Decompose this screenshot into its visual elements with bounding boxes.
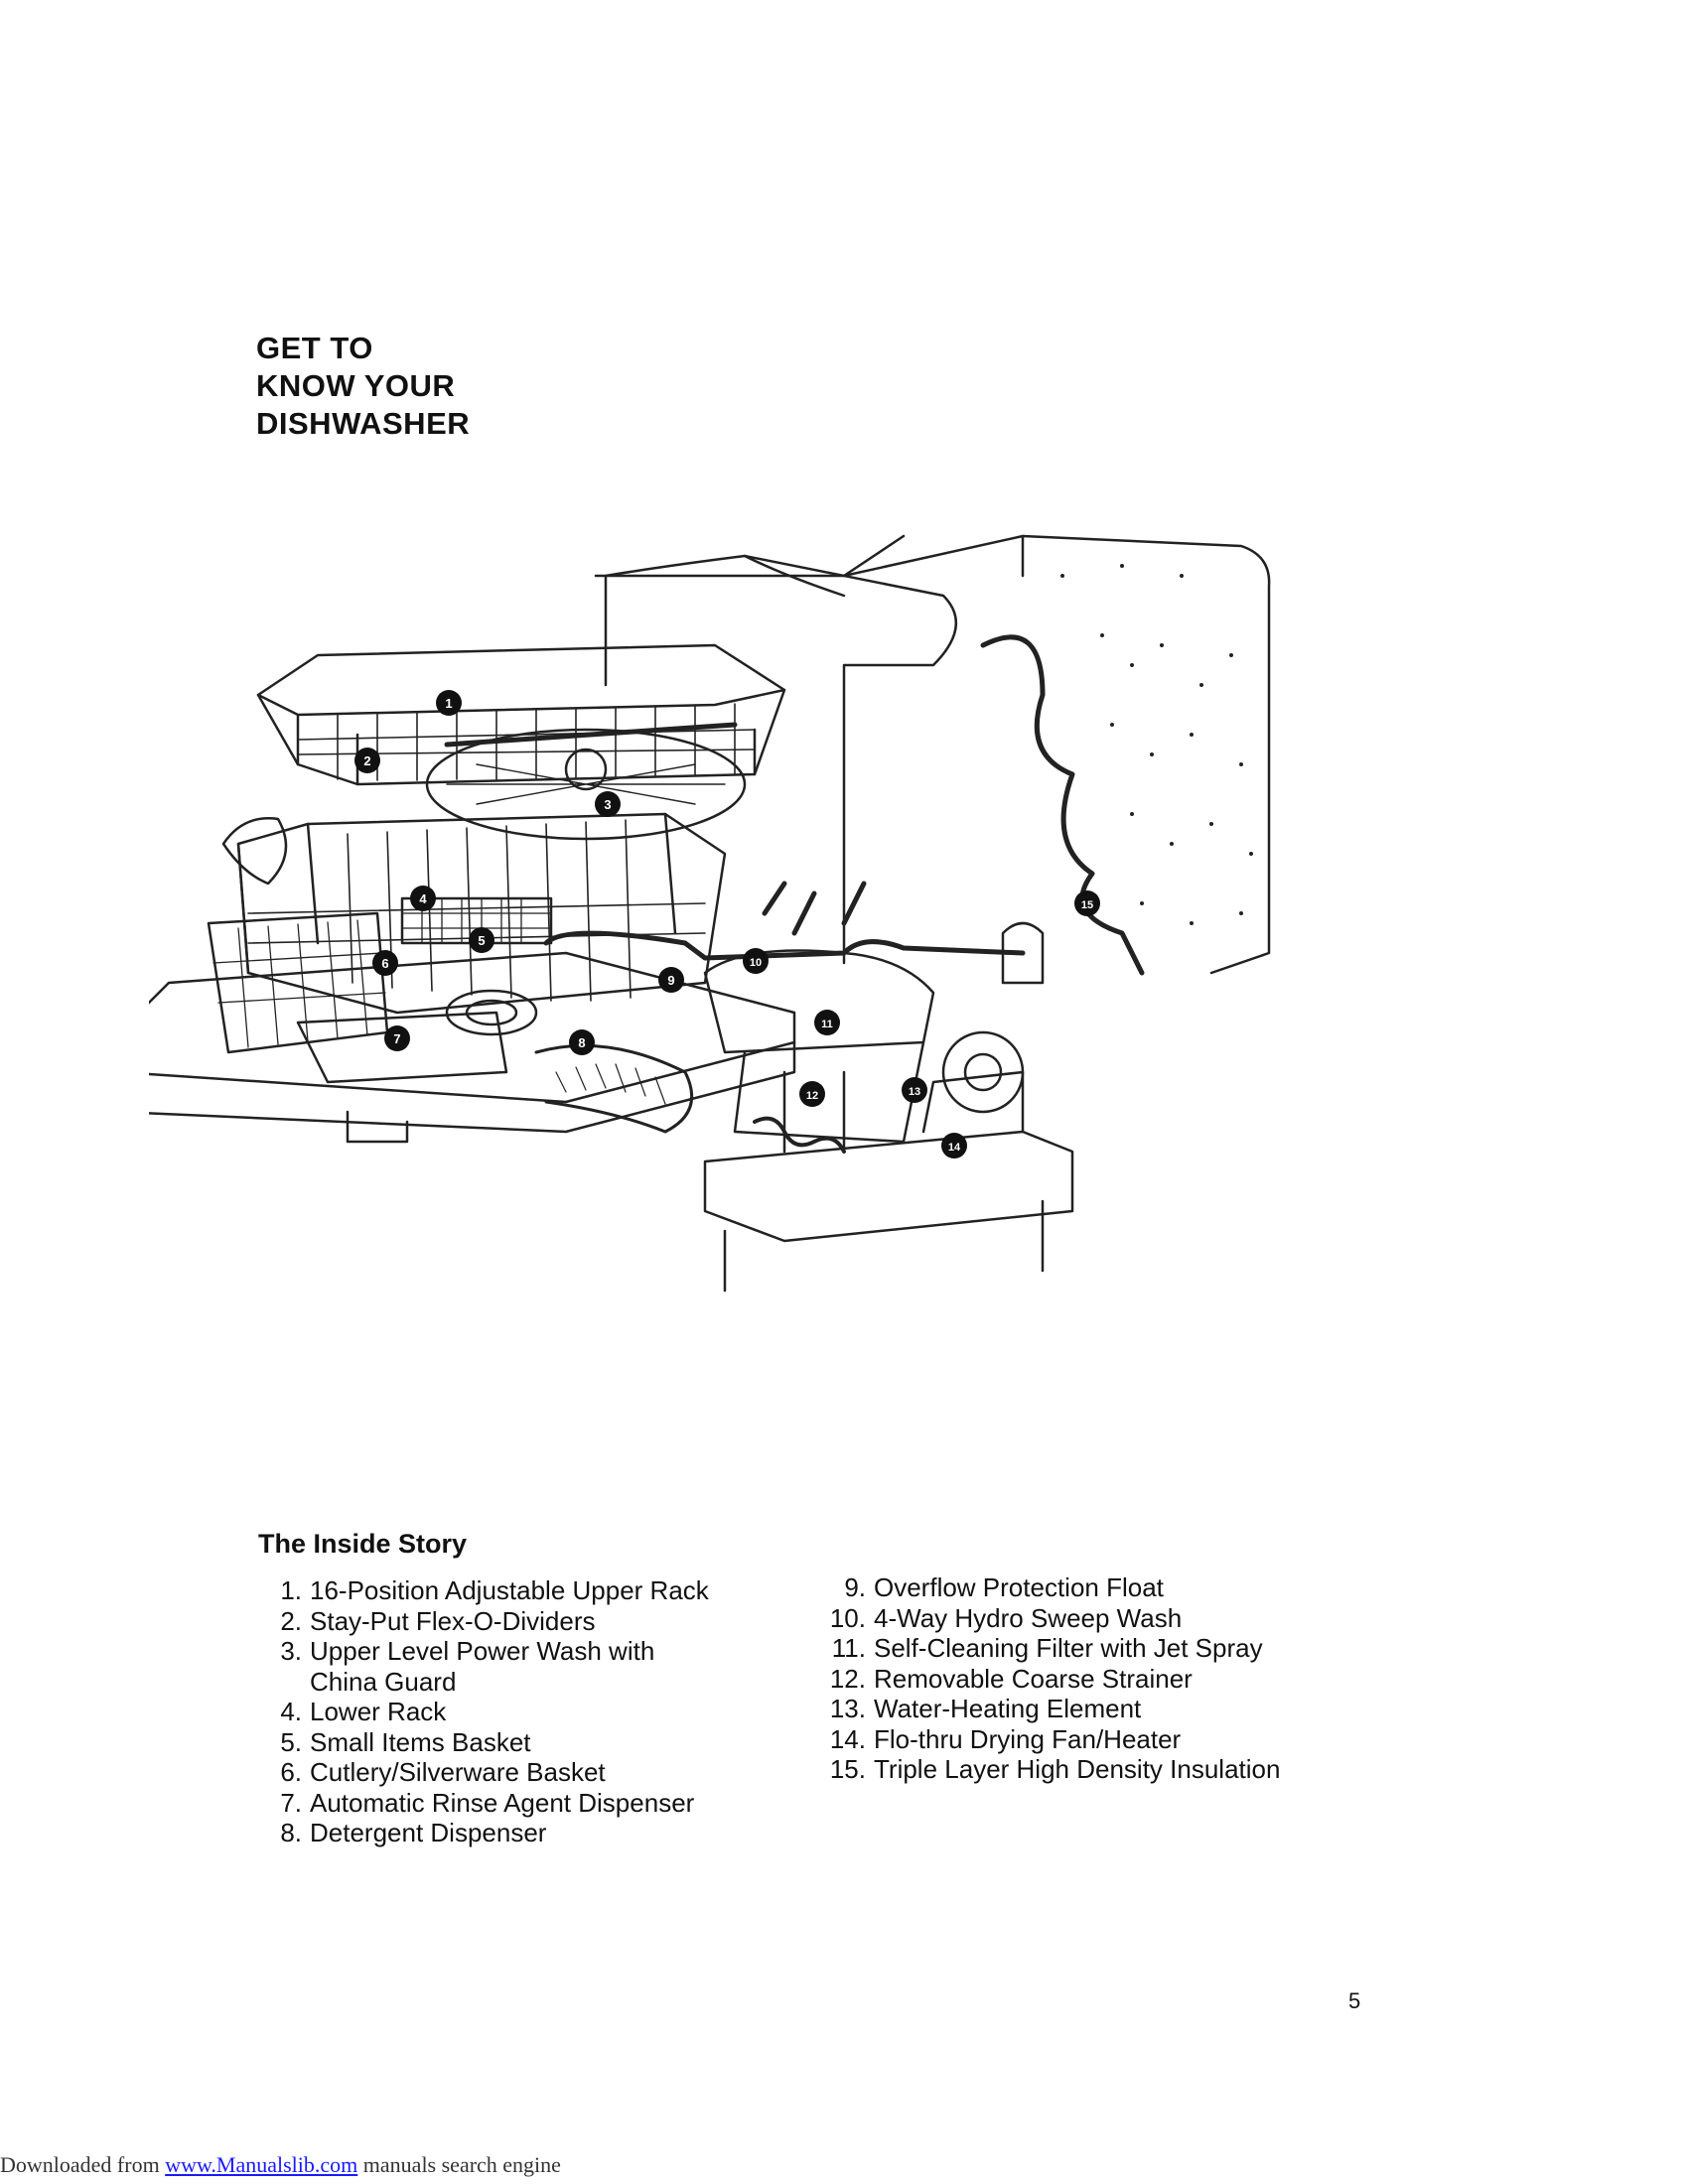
- list-item: 10. 4-Way Hydro Sweep Wash: [824, 1603, 1280, 1634]
- item-number: 15.: [829, 1754, 866, 1784]
- callout-11-label: 11: [821, 1019, 833, 1030]
- item-number: 9.: [844, 1572, 866, 1602]
- heading-line-1: GET TO: [256, 331, 373, 365]
- item-text: Stay-Put Flex-O-Dividers: [310, 1605, 596, 1636]
- callout-13: 13: [902, 1077, 927, 1103]
- callout-12-label: 12: [806, 1090, 818, 1102]
- dishwasher-cutaway-illustration: 1 2 3 4 5 6 7 8 9 10 11 12 13 14 15: [149, 534, 1271, 1293]
- list-item: 8. Detergent Dispenser: [260, 1818, 709, 1848]
- item-text: Water-Heating Element: [874, 1694, 1142, 1723]
- list-item: 12. Removable Coarse Strainer: [824, 1664, 1280, 1695]
- item-number: 12.: [829, 1663, 866, 1694]
- callout-6: 6: [372, 950, 398, 976]
- footer-suffix: manuals search engine: [357, 2152, 561, 2177]
- callout-4: 4: [410, 886, 436, 911]
- item-text: 4-Way Hydro Sweep Wash: [874, 1602, 1183, 1633]
- callout-12: 12: [799, 1081, 825, 1107]
- callout-9: 9: [658, 967, 684, 993]
- item-text: China Guard: [310, 1666, 457, 1697]
- item-text: Cutlery/Silverware Basket: [310, 1757, 606, 1787]
- item-text: Lower Rack: [310, 1697, 447, 1726]
- item-text: Small Items Basket: [310, 1726, 531, 1757]
- item-text: 16-Position Adjustable Upper Rack: [310, 1575, 709, 1605]
- list-item: 13. Water-Heating Element: [824, 1694, 1280, 1724]
- list-item: 9. Overflow Protection Float: [824, 1572, 1280, 1603]
- page-heading: GET TO KNOW YOUR DISHWASHER: [256, 330, 470, 443]
- list-item: 1. 16-Position Adjustable Upper Rack: [260, 1575, 709, 1606]
- page-number: 5: [1348, 1988, 1361, 2013]
- callout-4-label: 4: [419, 891, 427, 906]
- item-text: Self-Cleaning Filter with Jet Spray: [874, 1633, 1263, 1663]
- item-text: Overflow Protection Float: [874, 1572, 1164, 1602]
- list-item: 2. Stay-Put Flex-O-Dividers: [260, 1606, 709, 1637]
- list-item: 15. Triple Layer High Density Insulation: [824, 1754, 1281, 1785]
- download-footer: Downloaded from www.Manualslib.com manua…: [0, 2152, 561, 2178]
- callout-11: 11: [814, 1010, 840, 1035]
- callout-14-label: 14: [948, 1142, 961, 1154]
- callout-7: 7: [384, 1025, 410, 1051]
- callout-10: 10: [743, 948, 769, 974]
- list-item: 3. Upper Level Power Wash with: [260, 1636, 709, 1667]
- item-number: 14.: [829, 1723, 866, 1754]
- heading-line-2: KNOW YOUR: [256, 368, 456, 403]
- item-number: 2.: [280, 1605, 302, 1636]
- callout-markers: 1 2 3 4 5 6 7 8 9 10 11 12 13 14 15: [354, 690, 1100, 1159]
- callout-2-label: 2: [363, 753, 370, 768]
- footer-prefix: Downloaded from: [0, 2152, 166, 2177]
- item-number: 6.: [280, 1757, 302, 1787]
- list-item: 5. Small Items Basket: [260, 1727, 709, 1758]
- callout-2: 2: [354, 748, 380, 773]
- item-number: 4.: [280, 1697, 302, 1726]
- heading-line-3: DISHWASHER: [256, 406, 471, 441]
- list-item: 14. Flo-thru Drying Fan/Heater: [824, 1724, 1280, 1755]
- callout-5: 5: [469, 927, 494, 953]
- list-item: 4. Lower Rack: [260, 1697, 709, 1727]
- callout-5-label: 5: [478, 933, 485, 948]
- callout-7-label: 7: [393, 1031, 400, 1046]
- callout-1: 1: [436, 690, 462, 716]
- item-text: Flo-thru Drying Fan/Heater: [874, 1723, 1182, 1754]
- item-number: 5.: [280, 1726, 302, 1757]
- callout-3-label: 3: [604, 797, 611, 812]
- list-item: 11. Self-Cleaning Filter with Jet Spray: [824, 1633, 1280, 1664]
- section-title: The Inside Story: [258, 1529, 468, 1559]
- callout-14: 14: [941, 1133, 967, 1159]
- callout-15: 15: [1074, 890, 1100, 916]
- item-number: 10.: [829, 1602, 866, 1633]
- list-item: 6. Cutlery/Silverware Basket: [260, 1757, 709, 1788]
- item-number: 8.: [280, 1818, 302, 1847]
- callout-13-label: 13: [909, 1086, 920, 1098]
- item-number: 13.: [829, 1694, 866, 1723]
- item-number: 3.: [280, 1636, 302, 1666]
- item-number: 7.: [280, 1787, 302, 1818]
- item-number: 1.: [280, 1575, 302, 1605]
- callout-10-label: 10: [750, 957, 762, 969]
- manualslib-link[interactable]: www.Manualslib.com: [165, 2152, 358, 2177]
- list-item-continuation: 0.China Guard: [260, 1667, 709, 1698]
- callout-9-label: 9: [667, 973, 674, 988]
- item-number: 11.: [831, 1633, 866, 1663]
- callout-3: 3: [595, 791, 621, 817]
- list-item: 7. Automatic Rinse Agent Dispenser: [260, 1788, 709, 1819]
- item-text: Detergent Dispenser: [310, 1818, 547, 1847]
- item-text: Upper Level Power Wash with: [310, 1636, 655, 1666]
- item-text: Removable Coarse Strainer: [874, 1663, 1193, 1694]
- callout-6-label: 6: [381, 956, 388, 971]
- callout-1-label: 1: [445, 696, 452, 711]
- parts-list-right: 9. Overflow Protection Float 10. 4-Way Hyd…: [824, 1572, 1281, 1785]
- item-text: Automatic Rinse Agent Dispenser: [310, 1787, 695, 1818]
- callout-8: 8: [569, 1029, 595, 1055]
- callout-8-label: 8: [578, 1035, 585, 1050]
- callout-15-label: 15: [1081, 899, 1093, 911]
- parts-list-left: 1. 16-Position Adjustable Upper Rack 2. St…: [260, 1575, 709, 1848]
- item-text: Triple Layer High Density Insulation: [874, 1754, 1281, 1784]
